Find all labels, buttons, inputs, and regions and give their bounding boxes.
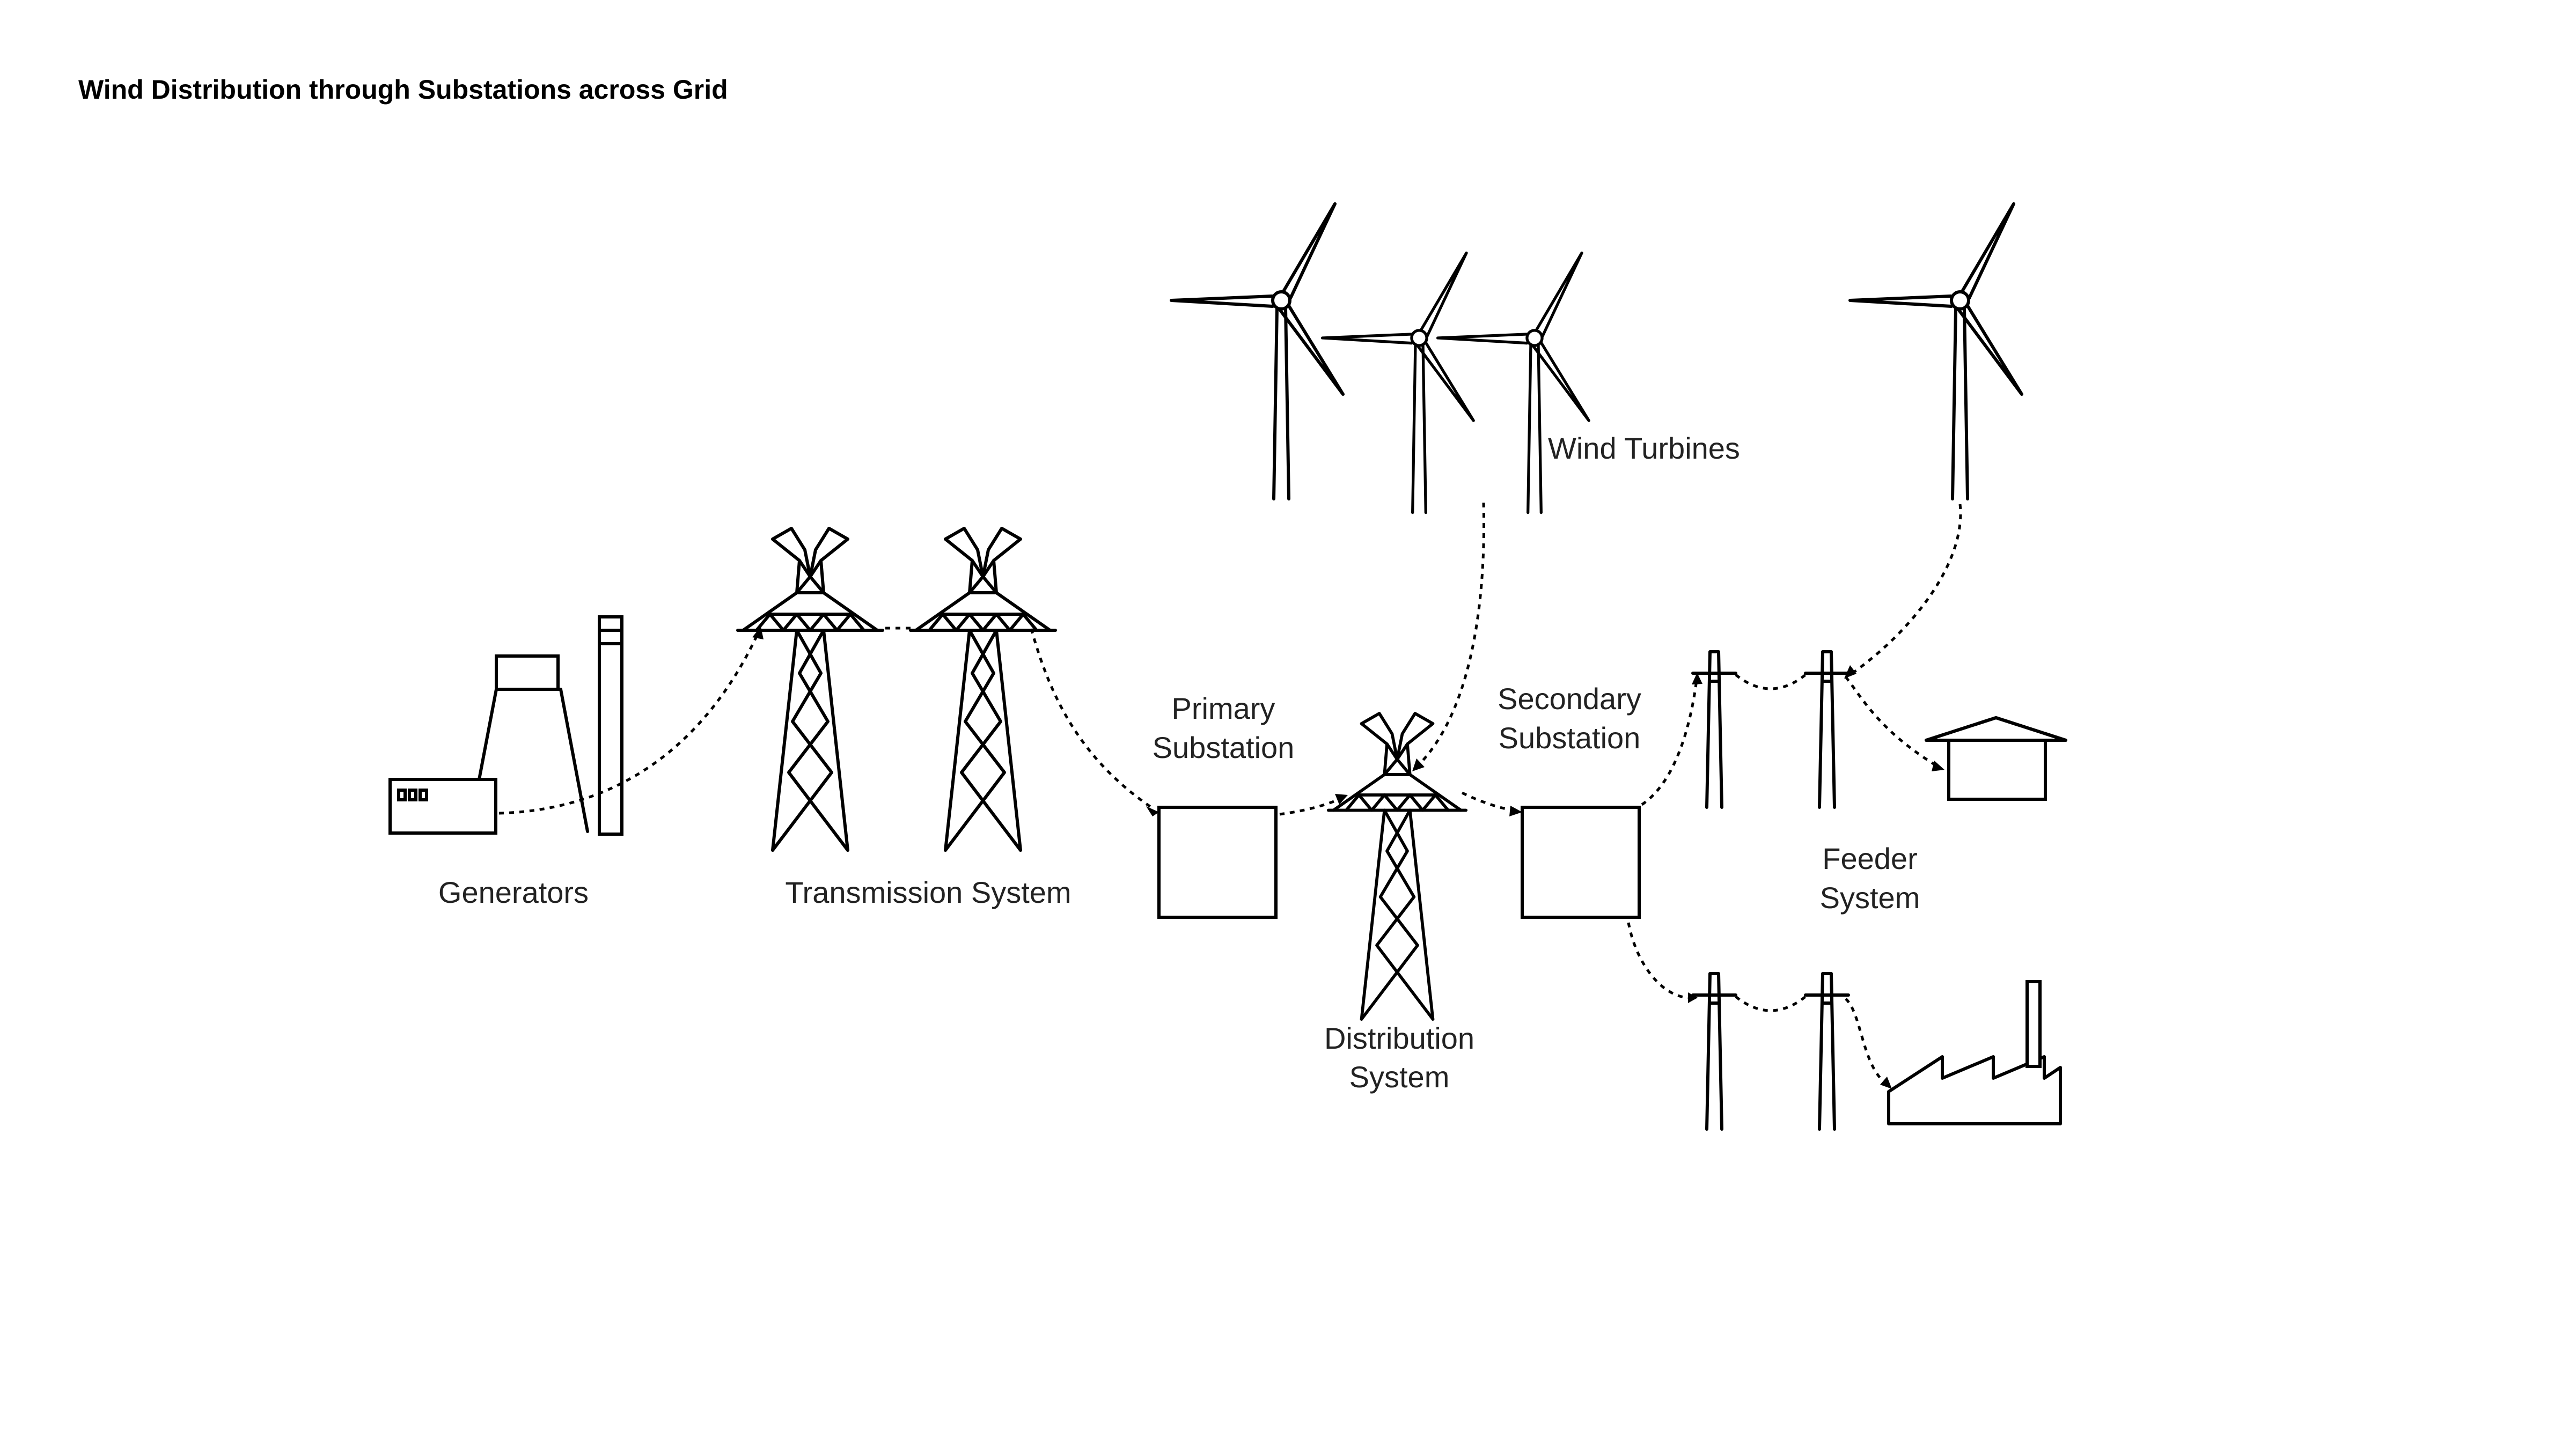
primary-substation-label-2: Substation bbox=[1153, 731, 1295, 764]
distribution-tower-icon bbox=[1329, 713, 1466, 1019]
utility-pole-icon bbox=[1806, 652, 1848, 807]
utility-pole-icon bbox=[1693, 974, 1736, 1129]
wind-turbine-icon bbox=[1850, 204, 2022, 499]
feeder-wire bbox=[1735, 674, 1807, 690]
diagram-title: Wind Distribution through Substations ac… bbox=[78, 75, 728, 105]
wind-turbine-icon bbox=[1438, 253, 1589, 513]
feeder-system-label-1: Feeder bbox=[1822, 842, 1917, 875]
primary-substation-label-1: Primary bbox=[1172, 691, 1275, 725]
energy-flow-arrows bbox=[498, 502, 1962, 1089]
feeder-wire bbox=[1735, 996, 1807, 1012]
distribution-system-label-2: System bbox=[1349, 1060, 1450, 1094]
feeder-system-label-2: System bbox=[1820, 881, 1920, 915]
substation-box-icon bbox=[1521, 806, 1641, 919]
secondary-substation-label-2: Substation bbox=[1499, 721, 1641, 755]
distribution-system-label-1: Distribution bbox=[1324, 1021, 1474, 1055]
generators-label: Generators bbox=[438, 875, 589, 909]
secondary-substation-label-1: Secondary bbox=[1498, 682, 1641, 716]
generator-plant-icon bbox=[388, 615, 623, 836]
utility-pole-icon bbox=[1806, 974, 1848, 1129]
substation-box-icon bbox=[1157, 806, 1278, 919]
wind-turbines-label: Wind Turbines bbox=[1548, 431, 1740, 465]
wind-turbine-icon bbox=[1171, 204, 1343, 499]
factory-icon bbox=[1887, 980, 2062, 1125]
transmission-tower-icon bbox=[911, 528, 1055, 850]
transmission-system-label: Transmission System bbox=[785, 875, 1071, 909]
wind-turbine-icon bbox=[1323, 253, 1474, 513]
transmission-tower-icon bbox=[738, 528, 883, 850]
utility-pole-icon bbox=[1693, 652, 1736, 807]
house-icon bbox=[1925, 716, 2067, 801]
